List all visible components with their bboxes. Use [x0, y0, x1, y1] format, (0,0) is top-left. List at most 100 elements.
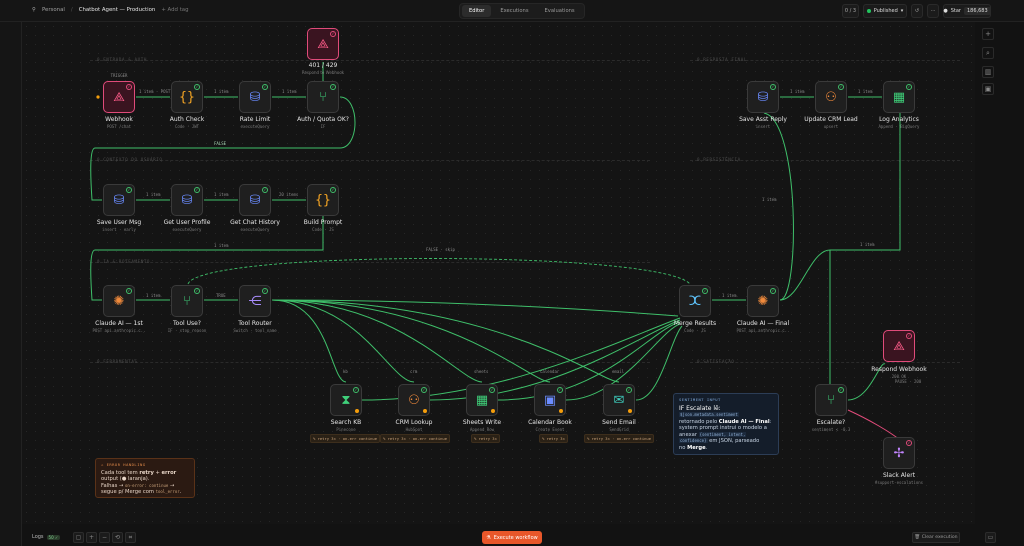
node-label: Respond Webhook — [871, 366, 927, 373]
search-icon[interactable]: ⌕ — [982, 47, 994, 59]
fit-view-button[interactable]: ▢ — [73, 532, 84, 543]
status-check-icon: ✓ — [353, 387, 359, 393]
node-log-analytics[interactable]: ▦ ✓ — [883, 81, 915, 113]
retry-badge: % retry 3× — [539, 434, 568, 443]
wire-label: sheets — [474, 369, 489, 374]
history-button[interactable]: ↺ — [911, 4, 923, 18]
node-sheets-write[interactable]: ▦ ✓ — [466, 384, 498, 416]
node-label: Auth Check — [169, 116, 205, 123]
wire-label: 1 item — [146, 293, 161, 298]
more-button[interactable]: ··· — [927, 4, 939, 18]
variables-icon[interactable]: ▣ — [982, 83, 994, 95]
publish-status-button[interactable]: Published ▾ — [863, 4, 907, 18]
node-search-kb[interactable]: ⧗ ✓ — [330, 384, 362, 416]
node-sublabel: insert — [755, 124, 771, 129]
zoom-out-button[interactable]: − — [99, 532, 110, 543]
node-auth-quota-if[interactable]: ⑂ ✓ — [307, 81, 339, 113]
star-count: 186,683 — [963, 7, 991, 15]
database-icon: ⛁ — [113, 192, 125, 208]
plus-icon[interactable]: + — [982, 28, 994, 40]
node-slack-alert[interactable]: ✢ ✓ — [883, 437, 915, 469]
version-badge[interactable]: 0 / 3 — [842, 4, 859, 18]
node-merge-results[interactable]: ⵋ ✓ — [679, 285, 711, 317]
node-send-email[interactable]: ✉ ✓ — [603, 384, 635, 416]
status-check-icon: ✓ — [194, 84, 200, 90]
error-handling-note[interactable]: ⚠ ERROR HANDLING Cada tool tem retry + e… — [95, 458, 195, 498]
wire-label: email — [612, 369, 625, 374]
breadcrumb-separator: / — [70, 7, 73, 13]
pinecone-icon: ⧗ — [341, 392, 351, 408]
node-save-asst-reply[interactable]: ⛁ ✓ — [747, 81, 779, 113]
node-tool-use-if[interactable]: ⑂ ✓ — [171, 285, 203, 317]
node-claude-final[interactable]: ✺ ✓ — [747, 285, 779, 317]
node-respond-webhook[interactable]: ⟁ ✓ — [883, 330, 915, 362]
node-label: Claude AI — Final — [736, 320, 790, 327]
node-sublabel: POST /chat — [106, 124, 132, 129]
clear-execution-button[interactable]: 🗑 Clear execution — [912, 532, 960, 543]
status-check-icon: ✓ — [330, 187, 336, 193]
status-dot-icon — [866, 9, 871, 13]
node-tool-router[interactable]: ⋲ ✓ — [239, 285, 271, 317]
node-sublabel: Code · JWT — [174, 124, 200, 129]
database-icon: ⛁ — [249, 89, 261, 105]
wire-label-true: TRUE — [216, 293, 226, 298]
node-auth-check[interactable]: {} ✓ — [171, 81, 203, 113]
note-heading: SENTIMENT INPUT — [679, 397, 721, 402]
node-claude-1st[interactable]: ✺ ✓ — [103, 285, 135, 317]
node-get-chat-history[interactable]: ⛁ ✓ — [239, 184, 271, 216]
github-star-button[interactable]: ● Star 186,683 — [943, 4, 991, 18]
node-label: Webhook — [105, 116, 133, 123]
execute-workflow-button[interactable]: ⚗ Execute workflow — [482, 531, 542, 544]
node-escalate-if[interactable]: ⑂ ✓ — [815, 384, 847, 416]
node-calendar-book[interactable]: ▣ ✓ — [534, 384, 566, 416]
wire-label-false: FALSE — [214, 141, 227, 146]
ai-sun-icon: ✺ — [757, 293, 769, 309]
note-line: output (● laranja). — [101, 476, 150, 483]
database-icon: ⛁ — [249, 192, 261, 208]
zone-label-entrada: 0 ENTRADA & AUTH — [97, 57, 147, 62]
calendar-icon: ▣ — [543, 392, 557, 408]
tab-evaluations[interactable]: Evaluations — [544, 8, 575, 14]
wire-label: 20 items — [279, 192, 299, 197]
node-crm-lookup[interactable]: ⚇ ✓ — [398, 384, 430, 416]
node-sublabel: Append Row — [469, 427, 495, 432]
node-label: CRM Lookup — [395, 419, 433, 426]
node-label: Auth / Quota OK? — [297, 116, 349, 123]
reset-zoom-button[interactable]: ⟲ — [112, 532, 123, 543]
logs-label: Logs — [32, 534, 44, 540]
wire-label: 1 item — [214, 192, 229, 197]
zone-divider — [90, 262, 650, 263]
node-label: Save Asst Reply — [739, 116, 787, 123]
templates-icon[interactable]: ▥ — [982, 66, 994, 78]
tidy-up-button[interactable]: ⌗ — [125, 532, 136, 543]
database-icon: ⛁ — [181, 192, 193, 208]
node-rate-limit[interactable]: ⛁ ✓ — [239, 81, 271, 113]
note-heading: ⚠ ERROR HANDLING — [101, 462, 146, 467]
workflow-name[interactable]: Chatbot Agent — Production — [78, 7, 156, 13]
node-update-crm-lead[interactable]: ⚇ ✓ — [815, 81, 847, 113]
logs-toggle[interactable]: Logs 50 ✓ — [32, 534, 61, 540]
node-build-prompt[interactable]: {} ✓ — [307, 184, 339, 216]
node-sublabel: Append · BigQuery — [878, 124, 920, 129]
respond-icon: ⟁ — [893, 338, 905, 354]
note-line: anexar {sentiment, intent, — [679, 431, 747, 438]
panel-toggle-button[interactable]: ▭ — [985, 532, 996, 543]
breadcrumb-workspace[interactable]: Personal — [41, 7, 65, 13]
zone-label-persistencia: 0 PERSISTÊNCIA — [697, 157, 741, 162]
wire-label: 1 item — [722, 293, 737, 298]
node-save-user-msg[interactable]: ⛁ ✓ — [103, 184, 135, 216]
sentiment-input-note[interactable]: SENTIMENT INPUT IF Escalate lê: $json.me… — [673, 393, 779, 455]
status-check-icon: ✓ — [262, 84, 268, 90]
wire-label: 1 item — [282, 89, 297, 94]
node-get-user-profile[interactable]: ⛁ ✓ — [171, 184, 203, 216]
node-label: Rate Limit — [239, 116, 271, 123]
zoom-in-button[interactable]: + — [86, 532, 97, 543]
node-respond-401[interactable]: ⟁ ✓ — [307, 28, 339, 60]
tab-editor[interactable]: Editor — [462, 5, 492, 17]
add-tag-button[interactable]: + Add tag — [161, 7, 189, 13]
database-icon: ⛁ — [757, 89, 769, 105]
tab-executions[interactable]: Executions — [500, 8, 529, 14]
node-sublabel: 200 OK — [891, 374, 907, 379]
node-webhook[interactable]: ⟁ ✓ — [103, 81, 135, 113]
node-label: Get User Profile — [163, 219, 211, 226]
